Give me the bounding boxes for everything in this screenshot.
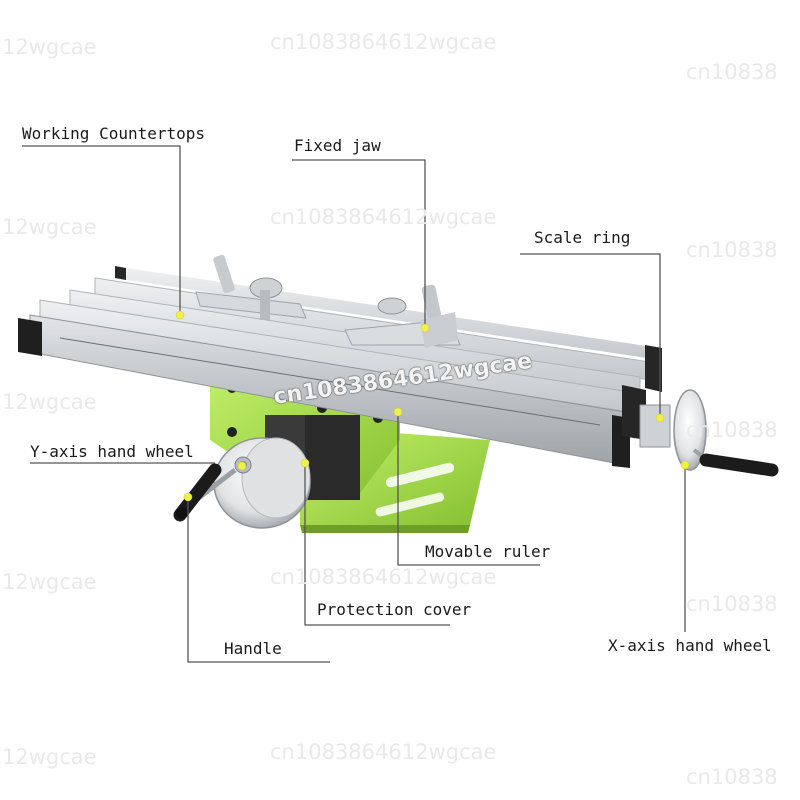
marker-dots bbox=[175, 310, 690, 502]
watermark: cn1083864612wgcae bbox=[270, 205, 497, 229]
watermark: 12wgcae bbox=[2, 745, 97, 769]
leader-handle bbox=[187, 497, 330, 663]
leader-lines bbox=[22, 145, 686, 663]
watermark: cn10838 bbox=[686, 418, 778, 442]
label-scale-ring: Scale ring bbox=[534, 228, 631, 247]
leader-protection-cover bbox=[304, 463, 450, 626]
watermark: cn10838 bbox=[686, 238, 778, 262]
leader-scale-ring bbox=[520, 253, 661, 418]
watermark: cn10838 bbox=[686, 592, 778, 616]
fixed-jaw-left bbox=[195, 254, 307, 320]
leader-movable-ruler bbox=[397, 410, 540, 566]
x-axis-hand-wheel bbox=[639, 389, 779, 477]
label-y-axis-hand-wheel: Y-axis hand wheel bbox=[30, 442, 194, 461]
label-fixed-jaw: Fixed jaw bbox=[294, 136, 381, 155]
watermark: cn1083864612wgcae bbox=[270, 740, 497, 764]
fixed-jaw-right bbox=[344, 284, 461, 348]
label-movable-ruler: Movable ruler bbox=[425, 542, 551, 561]
watermark: cn1083864612wgcae bbox=[270, 565, 497, 589]
watermark: cn1083864612wgcae bbox=[270, 30, 497, 54]
leader-working-countertops bbox=[22, 145, 181, 315]
watermark: cn10838 bbox=[686, 60, 778, 84]
label-working-countertops: Working Countertops bbox=[22, 124, 206, 143]
leader-fixed-jaw bbox=[292, 159, 426, 328]
watermark: 12wgcae bbox=[2, 570, 97, 594]
handle bbox=[173, 463, 237, 522]
watermark: 12wgcae bbox=[2, 215, 97, 239]
watermark: 12wgcae bbox=[2, 35, 97, 59]
label-x-axis-hand-wheel: X-axis hand wheel bbox=[608, 636, 772, 655]
y-axis-hand-wheel bbox=[213, 437, 311, 529]
label-protection-cover: Protection cover bbox=[317, 600, 472, 619]
label-handle: Handle bbox=[224, 639, 282, 658]
watermark: 12wgcae bbox=[2, 390, 97, 414]
watermark: cn10838 bbox=[686, 765, 778, 789]
